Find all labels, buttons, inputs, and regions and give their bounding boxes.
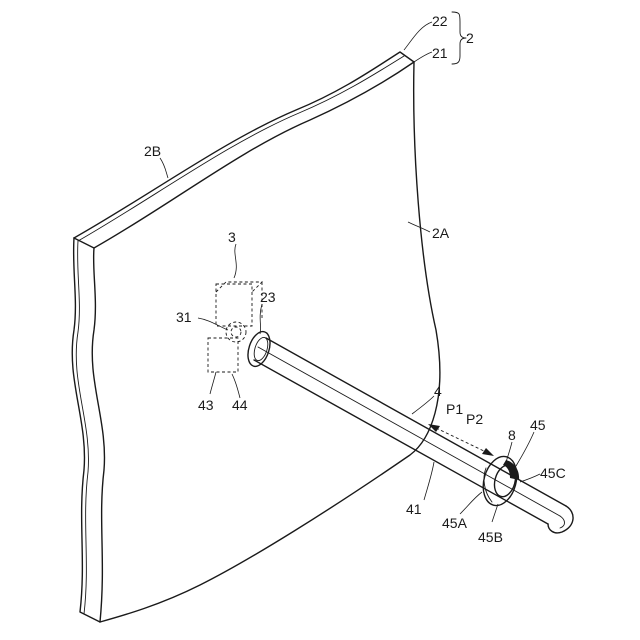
dashed-gear-hub — [231, 327, 241, 337]
leader-3 — [234, 244, 236, 278]
ring-marker — [503, 460, 519, 480]
label-23: 23 — [260, 289, 276, 305]
arrow-line — [436, 428, 486, 452]
label-45A: 45A — [442, 515, 468, 531]
leader-4 — [412, 396, 434, 414]
rod-upper-edge — [266, 338, 566, 506]
label-P2: P2 — [466, 411, 483, 427]
leader-45B — [492, 504, 498, 522]
leader-lines — [160, 22, 540, 522]
panel — [72, 52, 440, 622]
dashed-box-top — [216, 282, 262, 292]
dashed-gear — [226, 322, 246, 342]
label-brace — [452, 12, 466, 64]
label-45: 45 — [530, 417, 546, 433]
leader-23 — [260, 304, 262, 334]
reference-labels: 22 21 2 2B 2A 3 23 31 43 44 4 P1 P2 8 45… — [144, 13, 566, 545]
dashed-box-lower — [208, 338, 238, 372]
label-2: 2 — [466, 30, 474, 46]
panel-top-edge-inner — [78, 56, 404, 241]
label-8: 8 — [508, 427, 516, 443]
arrow-head-p2 — [482, 448, 494, 456]
leader-2B — [160, 158, 168, 178]
rod-lower-edge — [254, 360, 548, 524]
leader-41 — [424, 462, 434, 500]
panel-corner-edge — [74, 238, 94, 248]
label-45B: 45B — [478, 529, 503, 545]
leader-44 — [232, 374, 240, 398]
leader-43 — [210, 372, 216, 394]
label-44: 44 — [232, 397, 248, 413]
label-43: 43 — [198, 397, 214, 413]
label-31: 31 — [176, 309, 192, 325]
direction-arrow — [428, 424, 494, 456]
leader-21 — [414, 52, 432, 62]
label-45C: 45C — [540, 465, 566, 481]
leader-45A — [460, 492, 482, 514]
leader-22 — [404, 22, 432, 50]
label-2A: 2A — [432, 225, 450, 241]
label-P1: P1 — [446, 401, 463, 417]
leader-31 — [198, 318, 228, 330]
rod-end-cap — [548, 506, 573, 533]
label-22: 22 — [432, 13, 448, 29]
dashed-component — [208, 282, 262, 372]
label-41: 41 — [406, 501, 422, 517]
label-3: 3 — [228, 229, 236, 245]
label-2B: 2B — [144, 143, 161, 159]
leader-45 — [516, 432, 534, 466]
label-4: 4 — [434, 383, 442, 399]
dashed-box-upper — [216, 284, 252, 326]
leader-2A — [408, 222, 430, 232]
leader-45C — [520, 474, 540, 482]
panel-top-edge — [74, 52, 414, 238]
label-21: 21 — [432, 45, 448, 61]
rod-end-groove — [560, 516, 565, 528]
